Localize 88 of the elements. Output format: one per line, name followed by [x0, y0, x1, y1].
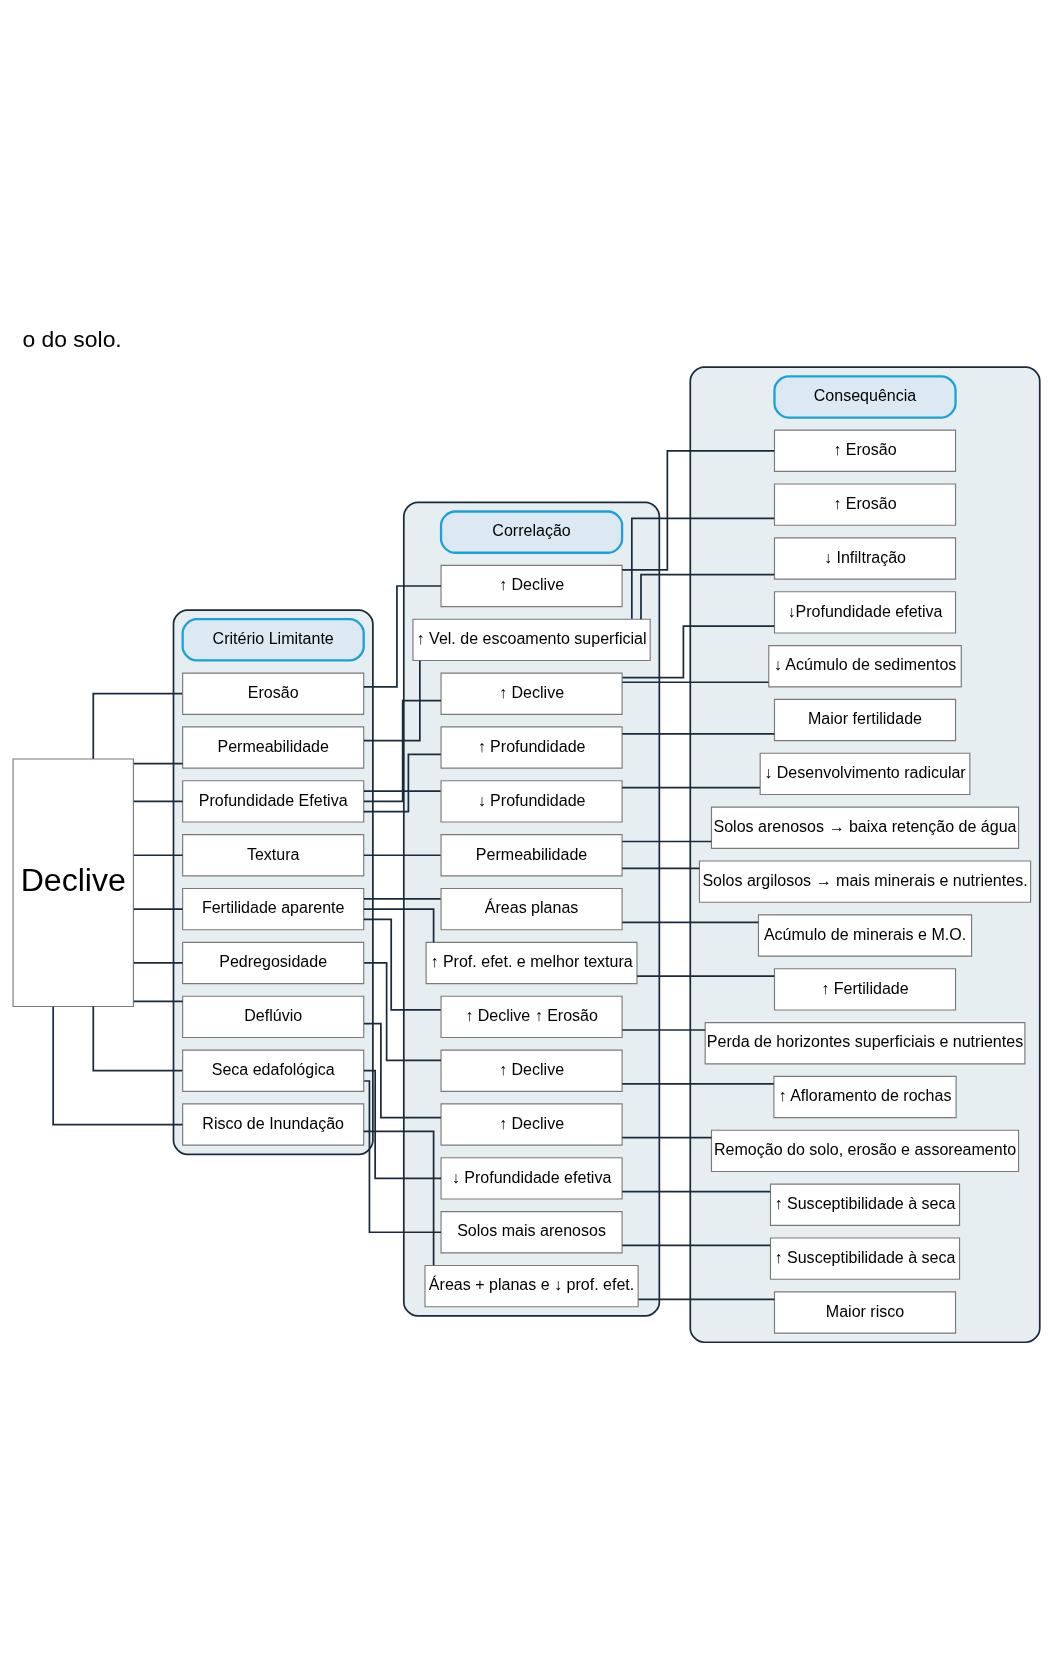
- connector: [621, 1136, 713, 1139]
- node-box: Perda de horizontes superficiais e nutrientes: [704, 1022, 1026, 1065]
- node-box: Áreas planas: [440, 887, 623, 931]
- node-box: Fertilidade aparente: [182, 887, 365, 931]
- node-box: ↑ Susceptibilidade à seca: [769, 1237, 961, 1280]
- node-box: Declive: [12, 758, 134, 1008]
- node-box: Áreas + planas e ↓ prof. efet.: [424, 1264, 639, 1308]
- cluster: [172, 609, 374, 1156]
- node-box: Maior fertilidade: [773, 698, 957, 742]
- node-box: ↑ Prof. efet. e melhor textura: [425, 941, 638, 985]
- connector: [637, 1298, 776, 1301]
- node-box: ↓Profundidade efetiva: [773, 591, 957, 634]
- node-box: Permeabilidade: [182, 726, 365, 769]
- node-box: ↑ Profundidade: [440, 726, 623, 769]
- connector: [132, 854, 184, 857]
- connector: [621, 449, 776, 571]
- node-box: Profundidade Efetiva: [182, 780, 365, 823]
- node-box: Solos arenosos → baixa retenção de água: [710, 806, 1020, 849]
- node-box: ↓ Acúmulo de sedimentos: [768, 645, 962, 688]
- node-box: ↓ Profundidade: [440, 780, 623, 823]
- connector: [621, 1190, 772, 1193]
- node-box: ↓ Profundidade efetiva: [440, 1157, 623, 1200]
- connector: [362, 908, 435, 944]
- connector: [621, 1083, 775, 1085]
- connector: [132, 1000, 184, 1003]
- node-box: ↑ Declive ↑ Erosão: [440, 995, 623, 1039]
- connector: [621, 681, 770, 684]
- node-box: ↑ Declive: [440, 1049, 623, 1092]
- connector: [636, 975, 776, 977]
- cluster: [402, 501, 661, 1317]
- node-box: ↑ Declive: [440, 672, 623, 715]
- connector: [621, 1029, 706, 1031]
- connector: [92, 1005, 184, 1072]
- connector: [631, 517, 776, 620]
- caption: o do solo.: [22, 325, 122, 352]
- connector: [363, 659, 421, 742]
- connector: [362, 699, 442, 803]
- node-box: Seca edafológica: [182, 1049, 365, 1092]
- node-box: Correlação: [439, 510, 624, 554]
- connector: [132, 908, 184, 910]
- connector: [621, 921, 760, 924]
- connector: [363, 854, 442, 857]
- connector: [621, 732, 776, 735]
- connector: [363, 897, 442, 900]
- node-box: Textura: [182, 834, 365, 877]
- node-box: Critério Limitante: [181, 618, 365, 662]
- node-box: Risco de Inundação: [182, 1103, 365, 1146]
- connector: [363, 790, 442, 792]
- node-box: Maior risco: [773, 1291, 957, 1334]
- connector: [363, 1069, 442, 1180]
- node-box: ↑ Erosão: [773, 429, 957, 472]
- connector: [640, 573, 776, 621]
- connector: [362, 585, 442, 688]
- connector: [132, 762, 184, 765]
- connector: [621, 867, 701, 870]
- node-box: Solos argilosos → mais minerais e nutrientes.: [698, 860, 1032, 903]
- connector: [132, 962, 184, 964]
- node-box: Remoção do solo, erosão e assoreamento: [710, 1129, 1020, 1173]
- node-box: Solos mais arenosos: [440, 1211, 623, 1254]
- connector: [363, 1080, 442, 1234]
- node-box: ↑ Declive: [440, 1103, 623, 1146]
- node-box: ↑ Susceptibilidade à seca: [769, 1183, 961, 1226]
- node-box: Deflúvio: [182, 995, 365, 1039]
- cluster: [689, 366, 1041, 1344]
- node-box: Consequência: [773, 375, 957, 419]
- node-box: Erosão: [182, 672, 365, 715]
- node-box: Pedregosidade: [182, 941, 365, 985]
- node-box: ↓ Infiltração: [773, 537, 957, 580]
- connector: [362, 1130, 435, 1267]
- connector: [363, 962, 442, 1062]
- node-box: Acúmulo de minerais e M.O.: [757, 914, 973, 957]
- connector: [92, 692, 184, 760]
- connector: [52, 1005, 184, 1126]
- connector: [362, 918, 442, 1011]
- connector: [362, 753, 442, 813]
- node-box: ↑ Vel. de escoamento superficial: [412, 618, 651, 662]
- connector: [363, 1022, 442, 1119]
- connector: [621, 625, 776, 679]
- node-box: ↓ Desenvolvimento radicular: [759, 752, 971, 796]
- node-box: ↑ Afloramento de rochas: [773, 1075, 957, 1119]
- node-box: ↑ Declive: [440, 564, 623, 608]
- connector: [132, 800, 184, 803]
- node-box: ↑ Fertilidade: [773, 968, 957, 1011]
- node-box: Permeabilidade: [440, 834, 623, 877]
- connector: [621, 786, 761, 789]
- node-box: ↑ Erosão: [773, 483, 957, 526]
- connector: [621, 1244, 772, 1247]
- connector: [621, 840, 713, 843]
